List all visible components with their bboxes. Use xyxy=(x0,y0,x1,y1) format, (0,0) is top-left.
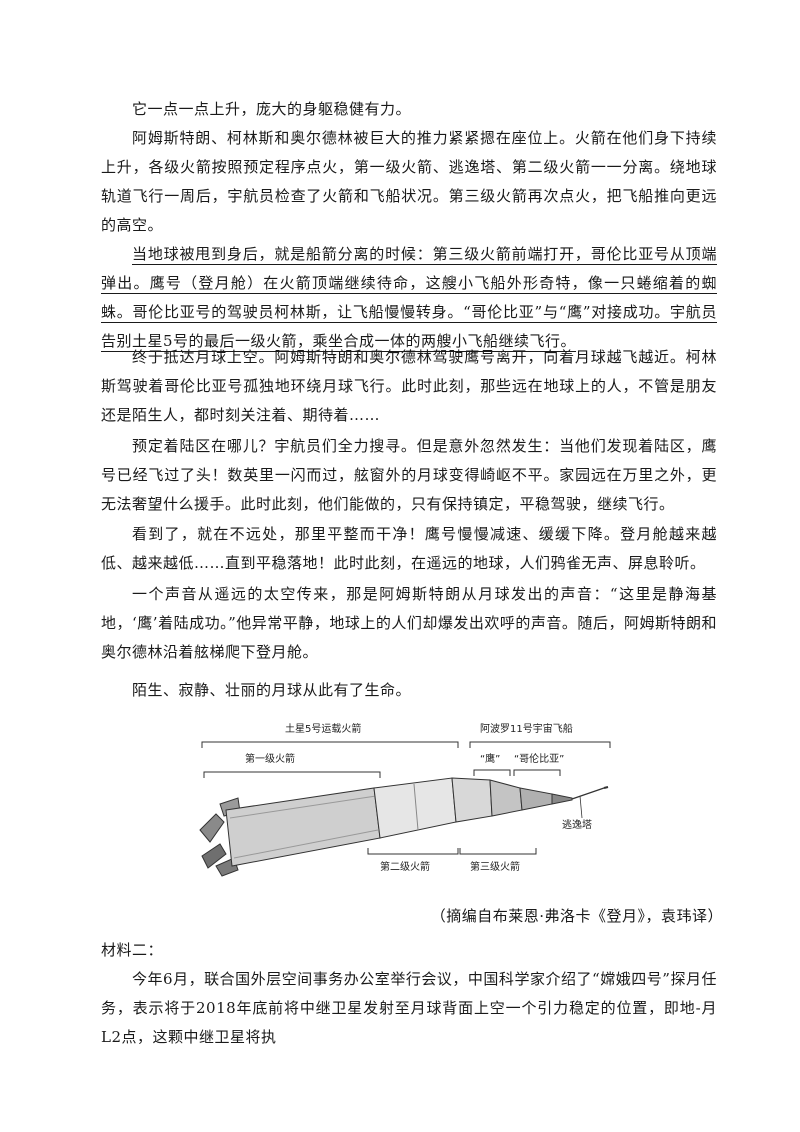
paragraph-6: 看到了，就在不远处，那里平整而干净！鹰号慢慢减速、缓缓下降。登月舱越来越低、越来… xyxy=(101,525,717,572)
material-2-heading: 材料二： xyxy=(101,941,164,959)
rocket-illustration xyxy=(199,777,609,877)
paragraph-2: 阿姆斯特朗、柯林斯和奥尔德林被巨大的推力紧紧摁在座位上。火箭在他们身下持续上升，… xyxy=(101,129,717,234)
label-escape-tower: 逃逸塔 xyxy=(562,818,592,831)
paragraph-3-underlined: 当地球被甩到身后，就是船箭分离的时候：第三级火箭前端打开，哥伦比亚号从顶端弹出。… xyxy=(101,245,717,350)
paragraph-1: 它一点一点上升，庞大的身躯稳健有力。 xyxy=(132,100,412,118)
label-stage-2: 第二级火箭 xyxy=(380,860,430,873)
label-apollo-11: 阿波罗11号宇宙飞船 xyxy=(480,722,573,735)
label-saturn-v: 土星5号运载火箭 xyxy=(285,722,361,735)
label-columbia: “哥伦比亚” xyxy=(514,752,564,765)
paragraph-5: 预定着陆区在哪儿？宇航员们全力搜寻。但是意外忽然发生：当他们发现着陆区，鹰号已经… xyxy=(101,437,717,513)
rocket-diagram: 土星5号运载火箭 阿波罗11号宇宙飞船 第一级火箭 “鹰” “哥伦比亚” xyxy=(190,718,630,878)
material-2-text: 今年6月，联合国外层空间事务办公室举行会议，中国科学家介绍了“嫦娥四号”探月任务… xyxy=(101,970,717,1046)
paragraph-4: 终于抵达月球上空。阿姆斯特朗和奥尔德林驾驶鹰号离开，向着月球越飞越近。柯林斯驾驶… xyxy=(101,348,717,424)
paragraph-7: 一个声音从遥远的太空传来，那是阿姆斯特朗从月球发出的声音：“这里是静海基地，‘鹰… xyxy=(101,585,717,661)
label-stage-3: 第三级火箭 xyxy=(470,860,520,873)
label-eagle: “鹰” xyxy=(480,752,500,765)
source-citation: （摘编自布莱恩·弗洛卡《登月》，袁玮译） xyxy=(430,907,723,925)
paragraph-8: 陌生、寂静、壮丽的月球从此有了生命。 xyxy=(132,681,412,699)
label-stage-1: 第一级火箭 xyxy=(245,752,295,765)
